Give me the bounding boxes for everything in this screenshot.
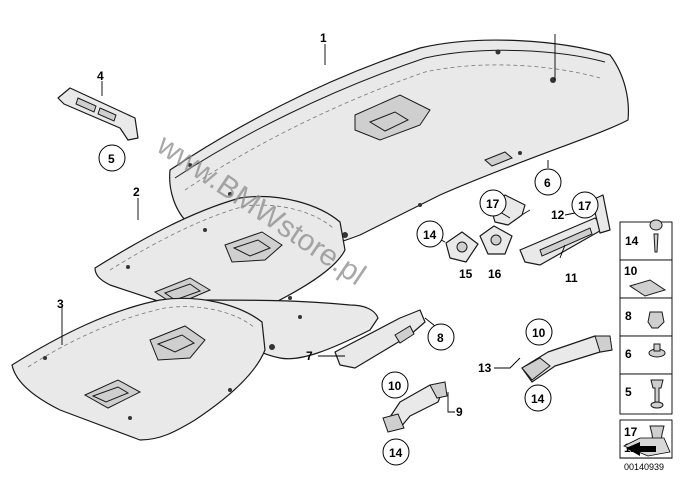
callout-17b: 17 [578, 199, 592, 213]
legend-row-5 [619, 373, 673, 415]
callout-14a-circle [524, 384, 552, 412]
fastener-legend: 14 10 8 6 5 17 12 [619, 219, 673, 459]
callout-3: 3 [57, 297, 64, 311]
sheet-arrow-icon [619, 437, 673, 459]
callout-6-circle [534, 168, 562, 196]
legend-14-label: 14 [625, 234, 639, 248]
legend-6-label: 6 [625, 347, 632, 361]
part-15-fitting [445, 231, 479, 263]
part-7-holder [334, 309, 426, 369]
grab-handle-9 [382, 381, 448, 433]
callout-11: 11 [565, 271, 578, 285]
callout-6: 6 [544, 176, 551, 190]
screw-14-icon [649, 219, 663, 253]
part-11-bracket [519, 194, 611, 266]
callout-8-circle [427, 323, 455, 351]
legend-17-label: 17 [624, 425, 638, 439]
callout-14b-circle [382, 438, 410, 466]
callout-17a-circle [479, 189, 507, 217]
callout-14b: 14 [389, 446, 403, 460]
callout-10b-circle [381, 371, 409, 399]
callout-15: 15 [459, 267, 473, 281]
callout-16: 16 [488, 267, 502, 281]
callout-13: 13 [478, 361, 492, 375]
callout-2: 2 [133, 185, 140, 199]
callout-17b-circle [571, 191, 599, 219]
callout-1: 1 [320, 31, 327, 45]
callout-5: 5 [108, 152, 115, 166]
callout-9: 9 [456, 405, 463, 419]
legend-row-14 [619, 221, 673, 261]
callout-10b: 10 [388, 379, 402, 393]
callout-10a-circle [525, 318, 553, 346]
callout-8: 8 [437, 331, 444, 345]
callout-12: 12 [551, 208, 565, 222]
headliner-3 [11, 297, 266, 441]
legend-10-label: 10 [624, 264, 638, 278]
legend-5-label: 5 [625, 385, 632, 399]
diagram-code: 00140939 [624, 462, 664, 472]
callout-4: 4 [97, 69, 104, 83]
callout-14c-circle [416, 220, 444, 248]
callout-17a: 17 [486, 197, 500, 211]
pad-10-icon [628, 279, 667, 297]
legend-8-label: 8 [625, 309, 632, 323]
part-4-bracket [57, 87, 139, 141]
callout-7: 7 [306, 349, 313, 363]
grab-handle-13 [521, 335, 613, 383]
callout-14c: 14 [423, 228, 437, 242]
callout-10a: 10 [532, 326, 546, 340]
callout-14a: 14 [531, 392, 545, 406]
headliner-2 [94, 195, 346, 314]
callouts: 1 2 3 4 5 6 7 8 9 11 13 10 14 10 14 14 1… [57, 31, 599, 466]
callout-5-circle [98, 144, 126, 172]
clip-8-icon [647, 311, 665, 329]
